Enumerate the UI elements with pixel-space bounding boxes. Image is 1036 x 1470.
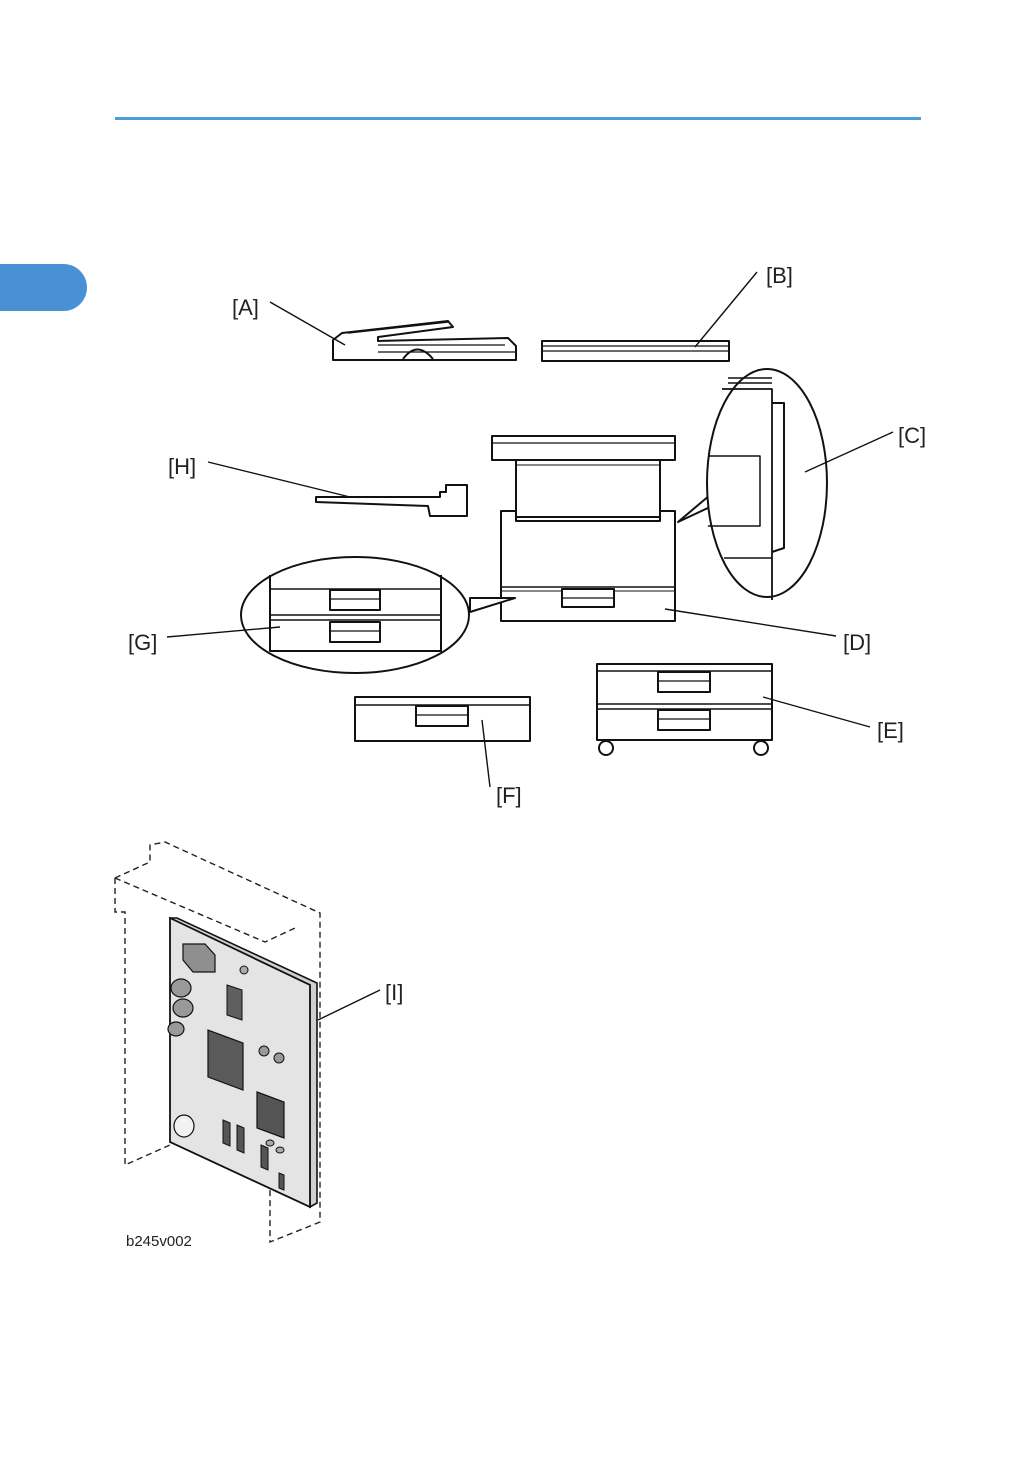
one-tray-unit [355,697,530,741]
exit-tray [316,485,467,516]
figure-id: b245v002 [126,1233,192,1250]
adf-unit [333,321,516,360]
main-copier [492,436,675,621]
callout-a: [A] [232,295,259,320]
callout-i: [I] [385,980,403,1005]
platen-cover [542,341,729,361]
callout-e: [E] [877,718,904,743]
zoom-bubble-trays [241,557,515,673]
callout-h: [H] [168,454,196,479]
controller-board-figure [115,842,320,1242]
callout-c: [C] [898,423,926,448]
callout-d: [D] [843,630,871,655]
two-tray-unit [597,664,772,755]
callout-b: [B] [766,263,793,288]
callout-f: [F] [496,783,522,808]
controller-board [168,918,317,1207]
callout-g: [G] [128,630,157,655]
zoom-bubble-side [678,369,827,600]
